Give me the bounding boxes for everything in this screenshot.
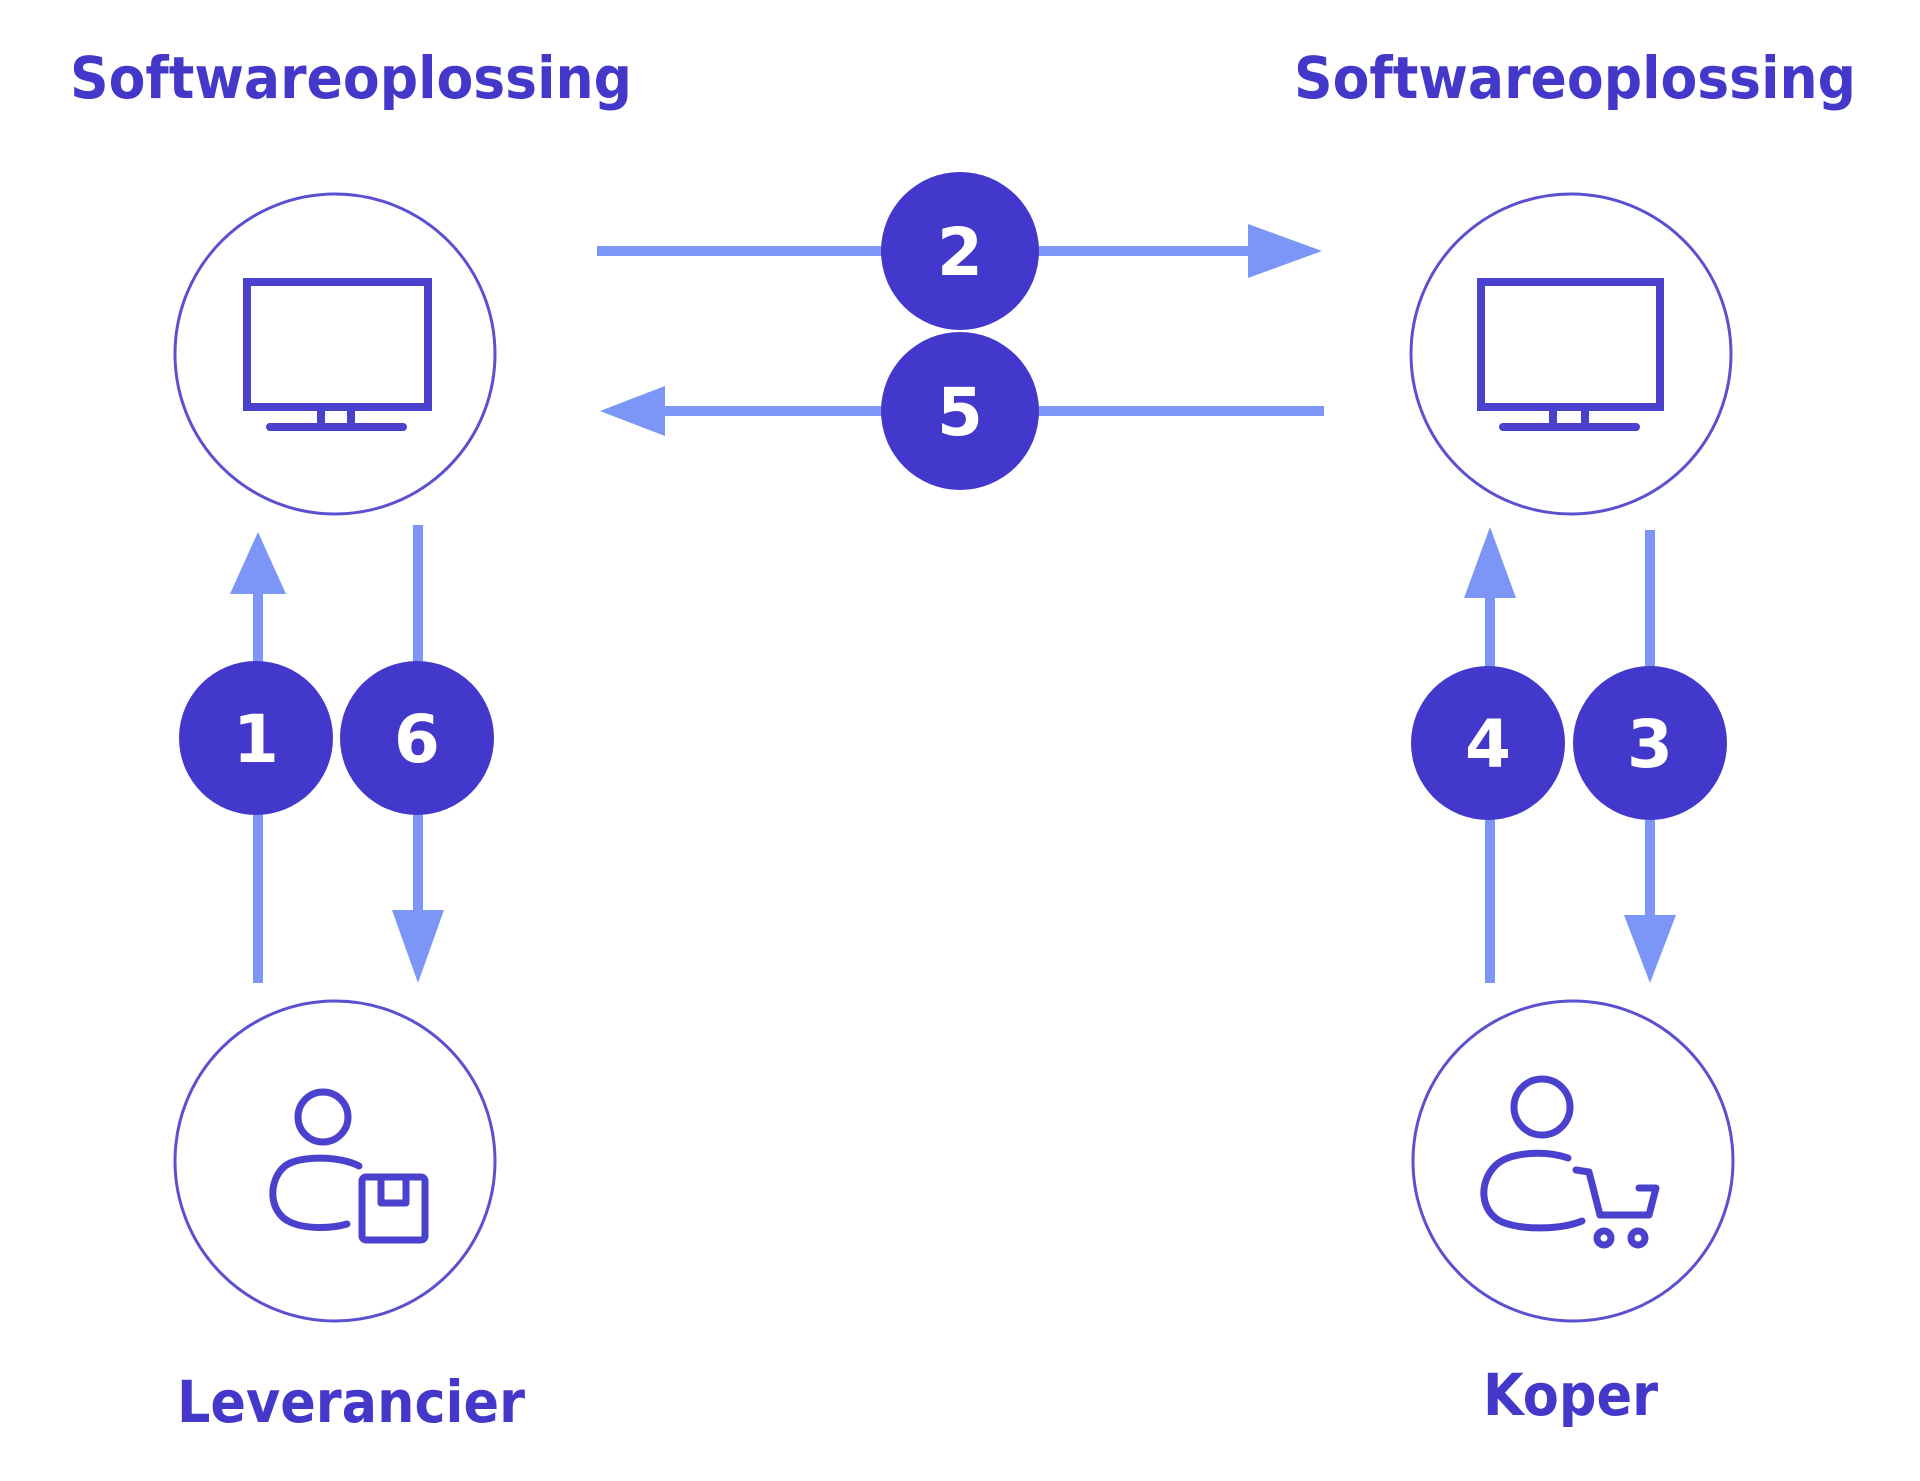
user-box-icon: [269, 1088, 429, 1244]
monitor-icon: [1477, 278, 1664, 431]
step-badge-6: 6: [340, 661, 494, 815]
step-badge-2: 2: [881, 172, 1039, 330]
step-number: 5: [937, 374, 983, 451]
node-supplier: [173, 999, 497, 1323]
label-supplier: Leverancier: [177, 1368, 525, 1436]
monitor-icon: [243, 278, 432, 431]
step-badge-1: 1: [179, 661, 333, 815]
title-right-software: Softwareoplossing: [1294, 44, 1856, 112]
node-buyer: [1411, 999, 1735, 1323]
title-left-software: Softwareoplossing: [70, 44, 632, 112]
node-supplier-software: [173, 192, 497, 516]
step-number: 1: [233, 701, 279, 778]
step-number: 2: [937, 214, 983, 291]
user-cart-icon: [1480, 1075, 1660, 1249]
step-number: 3: [1627, 706, 1673, 783]
label-buyer: Koper: [1483, 1361, 1658, 1429]
step-number: 4: [1465, 706, 1511, 783]
node-buyer-software: [1409, 192, 1733, 516]
step-badge-4: 4: [1411, 666, 1565, 820]
step-number: 6: [394, 701, 440, 778]
step-badge-5: 5: [881, 332, 1039, 490]
step-badge-3: 3: [1573, 666, 1727, 820]
